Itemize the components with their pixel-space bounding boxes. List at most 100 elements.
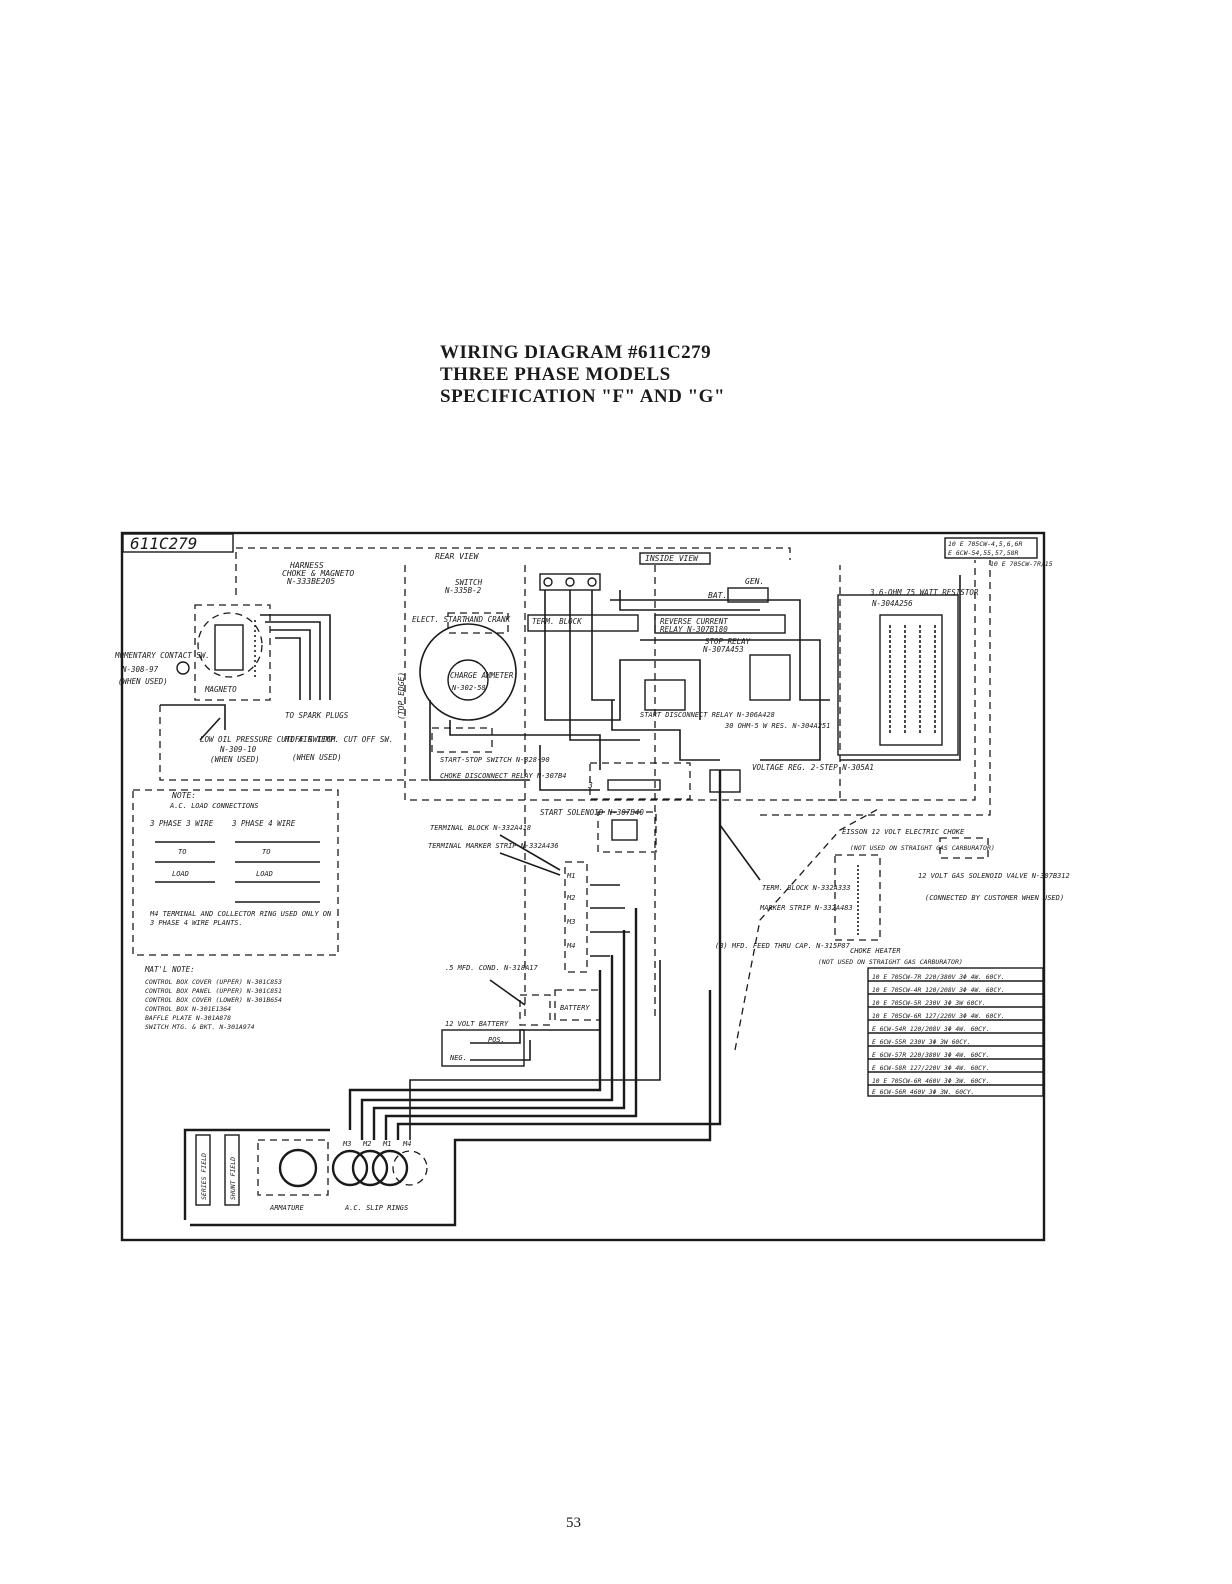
slip-ring-m2 bbox=[351, 1149, 389, 1187]
mat-note-line-5: BAFFLE PLATE N-301A878 bbox=[145, 1014, 231, 1022]
terminal-m1: M1 bbox=[566, 872, 575, 880]
model-table-rows: 10 E 705CW-7R 220/380V 3Φ 4W. 60CY. 10 E… bbox=[872, 974, 1005, 1096]
choke-heater-label: CHOKE HEATER bbox=[850, 947, 901, 955]
choke-heater-note: (NOT USED ON STRAIGHT GAS CARBURATOR) bbox=[818, 958, 963, 966]
ammeter-number: N-302-58 bbox=[451, 684, 486, 692]
switch-label: SWITCH bbox=[455, 578, 483, 587]
diagram-title: WIRING DIAGRAM #611C279 THREE PHASE MODE… bbox=[440, 342, 725, 408]
hi-air-when-used: (WHEN USED) bbox=[292, 753, 342, 762]
model-row-1: 10 E 705CW-7R 220/380V 3Φ 4W. 60CY. bbox=[872, 974, 1005, 981]
slip-ring-m4 bbox=[392, 1150, 428, 1186]
charge-ammeter bbox=[447, 659, 489, 701]
pos-label: POS. bbox=[488, 1036, 505, 1044]
connected-by-label: (CONNECTED BY CUSTOMER WHEN USED) bbox=[925, 894, 1064, 902]
mat-note-line-1: CONTROL BOX COVER (UPPER) N-301C853 bbox=[145, 978, 282, 986]
low-oil-number: N-309-10 bbox=[219, 745, 257, 754]
neg-label: NEG. bbox=[449, 1054, 467, 1062]
model-top-3: 10 E 705CW-7R/15 bbox=[990, 560, 1053, 568]
gas-solenoid-label: 12 VOLT GAS SOLENOID VALVE N-307B312 bbox=[918, 872, 1070, 880]
series-field bbox=[195, 1134, 211, 1206]
stop-relay-label: STOP RELAY bbox=[705, 637, 751, 646]
model-row-6: E 6CW-55R 230V 3Φ 3W 60CY. bbox=[872, 1039, 971, 1046]
terminal-block-label: TERMINAL BLOCK N-332A418 bbox=[430, 824, 531, 832]
note-footnote: M4 TERMINAL AND COLLECTOR RING USED ONLY… bbox=[150, 910, 332, 927]
title-line-3: SPECIFICATION "F" AND "G" bbox=[440, 386, 726, 407]
hi-air-temp-label: HI AIR TEMP. CUT OFF SW. bbox=[284, 735, 393, 744]
voltage-regulator bbox=[589, 762, 691, 800]
slip-m1: M1 bbox=[382, 1140, 391, 1148]
low-oil-switch-label: LOW OIL PRESSURE CUTOFF SWITCH bbox=[200, 735, 336, 744]
note-to-1: TO bbox=[178, 848, 186, 856]
rear-view-label: REAR VIEW bbox=[435, 552, 480, 561]
switch-terminals bbox=[539, 573, 601, 591]
term-block-label: TERM. BLOCK bbox=[532, 617, 582, 626]
battery-label: BATTERY bbox=[560, 1004, 590, 1012]
elect-start-label: ELECT. START bbox=[412, 615, 467, 624]
model-row-5: E 6CW-54R 120/208V 3Φ 4W. 60CY. bbox=[872, 1026, 990, 1033]
note-subtitle: A.C. LOAD CONNECTIONS bbox=[169, 802, 259, 810]
shunt-field-label: SHUNT FIELD bbox=[229, 1157, 237, 1200]
reverse-relay-label: RELAY N-307B180 bbox=[660, 625, 728, 634]
diagram-number: 611C279 bbox=[130, 534, 197, 553]
page-number: 53 bbox=[566, 1515, 581, 1531]
model-row-7: E 6CW-57R 220/380V 3Φ 4W. 60CY. bbox=[872, 1052, 990, 1059]
model-row-9: 10 E 705CW-6R 460V 3Φ 3W. 60CY. bbox=[872, 1078, 990, 1085]
diagram-number-box bbox=[122, 533, 234, 553]
mat-note-line-2: CONTROL BOX PANEL (UPPER) N-301C851 bbox=[145, 987, 282, 995]
model-table-top bbox=[944, 537, 1038, 559]
resistor-number: N-304A256 bbox=[871, 599, 913, 608]
slip-m4: M4 bbox=[402, 1140, 411, 1148]
note-to-2: TO bbox=[262, 848, 270, 856]
top-edge-label: (TOP EDGE) bbox=[397, 672, 406, 720]
marker-strip-label: MARKER STRIP N-332A483 bbox=[759, 904, 853, 912]
mat-note-line-3: CONTROL BOX COVER (LOWER) N-301B654 bbox=[145, 996, 282, 1004]
voltage-reg-label: VOLTAGE REG. 2-STEP N-305A1 bbox=[752, 763, 874, 772]
terminal-marker-label: TERMINAL MARKER STRIP N-332A436 bbox=[428, 842, 559, 850]
note-box bbox=[132, 789, 339, 956]
model-row-10: E 6CW-56R 460V 3Φ 3W. 60CY. bbox=[872, 1089, 974, 1096]
gen-label: GEN. bbox=[745, 577, 764, 586]
momentary-when-used: (WHEN USED) bbox=[118, 677, 168, 686]
bat-label: BAT. bbox=[708, 591, 727, 600]
stop-relay-number: N-307A453 bbox=[702, 645, 744, 654]
model-top-2: E 6CW-54,55,57,58R bbox=[948, 549, 1019, 557]
slip-m2: M2 bbox=[362, 1140, 371, 1148]
terminal-marker-strip bbox=[564, 861, 588, 973]
low-oil-when-used: (WHEN USED) bbox=[210, 755, 260, 764]
ac-slip-rings-label: A.C. SLIP RINGS bbox=[344, 1204, 408, 1212]
eisson-choke-label: EISSON 12 VOLT ELECTRIC CHOKE bbox=[842, 828, 965, 836]
harness-number: N-333BE205 bbox=[286, 577, 335, 586]
slip-ring-m1 bbox=[371, 1149, 409, 1187]
title-line-1: WIRING DIAGRAM #611C279 bbox=[440, 342, 712, 363]
terminal-m3: M3 bbox=[566, 918, 575, 926]
series-field-label: SERIES FIELD bbox=[200, 1153, 208, 1200]
model-table bbox=[867, 967, 1044, 1097]
note-col2-header: 3 PHASE 4 WIRE bbox=[231, 819, 296, 828]
mat-note-line-4: CONTROL BOX N-301E1364 bbox=[145, 1005, 231, 1013]
magneto bbox=[197, 612, 263, 678]
title-line-2: THREE PHASE MODELS bbox=[440, 364, 671, 385]
switch-number: N-335B-2 bbox=[444, 586, 482, 595]
start-disconnect-label: START DISCONNECT RELAY N-306A428 bbox=[640, 711, 775, 719]
twelve-volt-battery bbox=[441, 1029, 525, 1067]
not-used-on-label: (NOT USED ON STRAIGHT GAS CARBURATOR) bbox=[850, 844, 995, 852]
start-solenoid bbox=[597, 811, 657, 853]
model-row-2: 10 E 705CW-4R 120/208V 3Φ 4W. 60CY. bbox=[872, 987, 1005, 994]
start-stop-label: START-STOP SWITCH N-328-90 bbox=[440, 756, 550, 764]
mfd-feed-label: (B) MFD. FEED THRU CAP. N-315P87 bbox=[715, 942, 851, 950]
svg-text:3: 3 bbox=[587, 781, 593, 790]
shunt-field bbox=[224, 1134, 240, 1206]
mat-note-title: MAT'L NOTE: bbox=[144, 965, 195, 974]
hand-crank-label: HAND CRANK bbox=[464, 615, 511, 624]
note-footnote-wrap: M4 TERMINAL AND COLLECTOR RING USED ONLY… bbox=[150, 910, 332, 927]
inside-view-label: INSIDE VIEW bbox=[645, 554, 699, 563]
model-top-1: 10 E 705CW-4,5,6,6R bbox=[948, 540, 1022, 548]
term-block-2-label: TERM. BLOCK N-332A333 bbox=[762, 884, 851, 892]
twelve-volt-battery-label: 12 VOLT BATTERY bbox=[445, 1020, 509, 1028]
terminal-m2: M2 bbox=[566, 894, 575, 902]
armature-label: ARMATURE bbox=[269, 1204, 305, 1212]
note-load-2: LOAD bbox=[256, 870, 273, 878]
harness-label: HARNESS bbox=[289, 561, 324, 570]
terminal-m4: M4 bbox=[566, 942, 575, 950]
